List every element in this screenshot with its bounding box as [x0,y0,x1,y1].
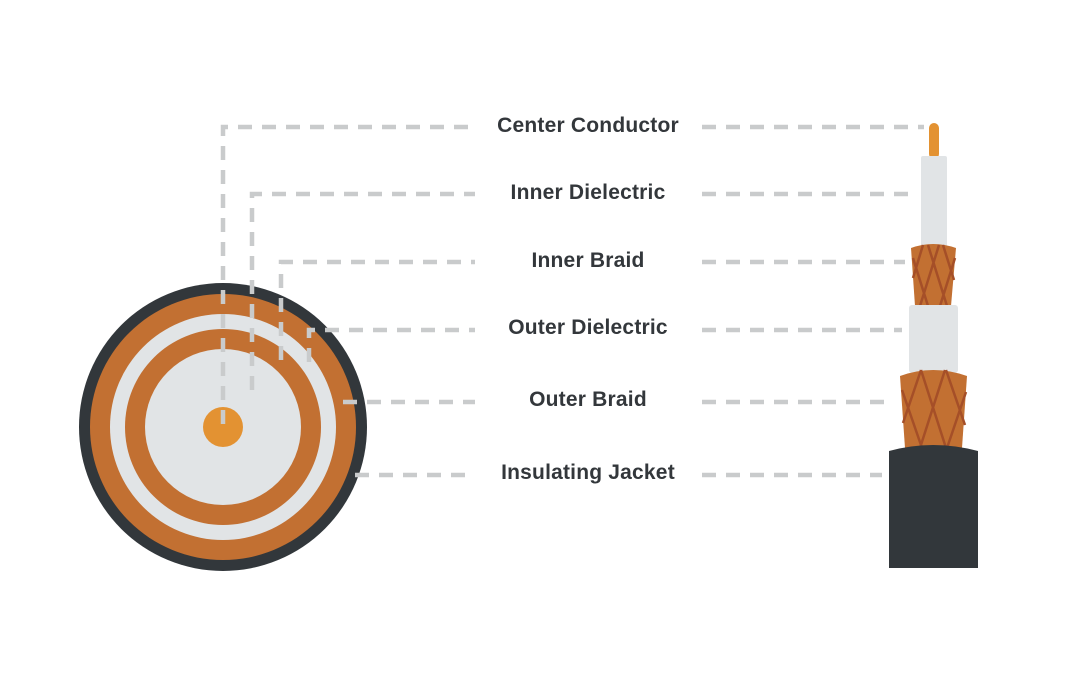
outer-braid-weave [900,369,968,449]
label-outer-dielectric: Outer Dielectric [508,316,668,339]
leader-inner-dielectric [249,191,475,390]
center-conductor-side [929,123,939,159]
insulating-jacket-side [889,445,978,568]
cross-section [79,283,367,571]
label-inner-braid: Inner Braid [531,249,645,272]
label-inner-dielectric: Inner Dielectric [510,181,666,204]
leader-lines [220,124,924,478]
inner-dielectric-side [921,156,947,248]
label-outer-braid: Outer Braid [529,388,647,411]
center-conductor-dot [203,407,243,447]
leader-outer-dielectric [306,327,475,362]
leader-inner-braid [278,259,475,360]
outer-dielectric-side [909,305,958,373]
cable-side-view [889,123,978,568]
inner-braid-weave [911,244,957,307]
leader-center-conductor [220,124,475,424]
label-center-conductor: Center Conductor [497,114,679,137]
label-insulating-jacket: Insulating Jacket [501,461,675,484]
